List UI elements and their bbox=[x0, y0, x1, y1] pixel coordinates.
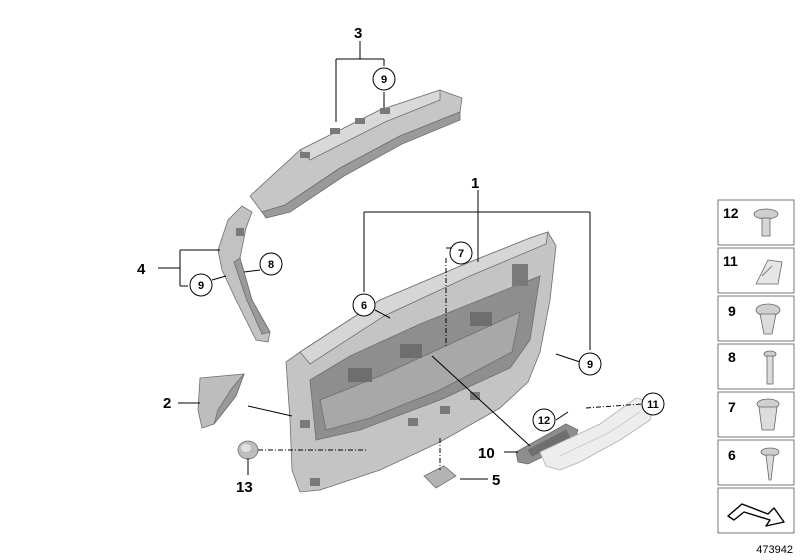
screw-icon bbox=[763, 350, 777, 385]
spring-clip-icon bbox=[755, 259, 783, 285]
expanding-rivet-icon bbox=[753, 208, 779, 237]
legend-item-7: 7 bbox=[717, 391, 795, 438]
callout-5: 5 bbox=[492, 472, 500, 489]
callout-circle-8 bbox=[259, 252, 283, 276]
clip-nut-icon bbox=[756, 398, 780, 431]
push-rivet-icon bbox=[755, 303, 781, 335]
round-cap bbox=[237, 440, 259, 460]
callout-circle-9-left bbox=[189, 273, 213, 297]
legend-item-8: 8 bbox=[717, 343, 795, 390]
callout-circle-9-right bbox=[578, 352, 602, 376]
legend-item-9: 9 bbox=[717, 295, 795, 342]
callout-6: 6 bbox=[361, 300, 367, 312]
legend-label-7: 7 bbox=[728, 399, 736, 415]
direction-arrow-icon bbox=[727, 503, 785, 527]
callout-7: 7 bbox=[458, 248, 464, 260]
trim-panel-pillar bbox=[217, 205, 271, 343]
legend-label-6: 6 bbox=[728, 447, 736, 463]
callout-9-left: 9 bbox=[198, 280, 204, 292]
callout-11: 11 bbox=[647, 399, 659, 411]
callout-circle-6 bbox=[352, 293, 376, 317]
tapping-screw-icon bbox=[760, 447, 780, 481]
callout-circle-9-top bbox=[372, 67, 396, 91]
callout-3: 3 bbox=[354, 25, 362, 42]
callout-1: 1 bbox=[471, 175, 479, 192]
callout-circle-7 bbox=[449, 241, 473, 265]
callout-circle-11 bbox=[641, 392, 665, 416]
tailgate-lining bbox=[285, 231, 557, 493]
orientation-arrow-box bbox=[717, 487, 795, 534]
legend-label-11: 11 bbox=[723, 253, 738, 269]
callout-10: 10 bbox=[478, 445, 495, 462]
legend-label-12: 12 bbox=[723, 205, 739, 221]
callout-13: 13 bbox=[236, 479, 253, 496]
grip-pad bbox=[423, 465, 457, 489]
callout-2: 2 bbox=[163, 395, 171, 412]
callout-8: 8 bbox=[268, 259, 274, 271]
callout-9-top: 9 bbox=[381, 74, 387, 86]
legend-label-8: 8 bbox=[728, 349, 736, 365]
legend-item-11: 11 bbox=[717, 247, 795, 294]
trim-panel-upper bbox=[249, 89, 463, 219]
callout-12: 12 bbox=[538, 415, 550, 427]
callout-9-right: 9 bbox=[587, 359, 593, 371]
legend-item-6: 6 bbox=[717, 439, 795, 486]
bracket bbox=[539, 397, 655, 471]
reference-number: 473942 bbox=[756, 544, 793, 556]
legend-item-12: 12 bbox=[717, 199, 795, 246]
triangle-cover bbox=[197, 373, 245, 429]
callout-circle-12 bbox=[532, 408, 556, 432]
parts-legend: 12 11 9 8 bbox=[717, 199, 795, 534]
legend-label-9: 9 bbox=[728, 303, 736, 319]
callout-4: 4 bbox=[137, 261, 146, 278]
